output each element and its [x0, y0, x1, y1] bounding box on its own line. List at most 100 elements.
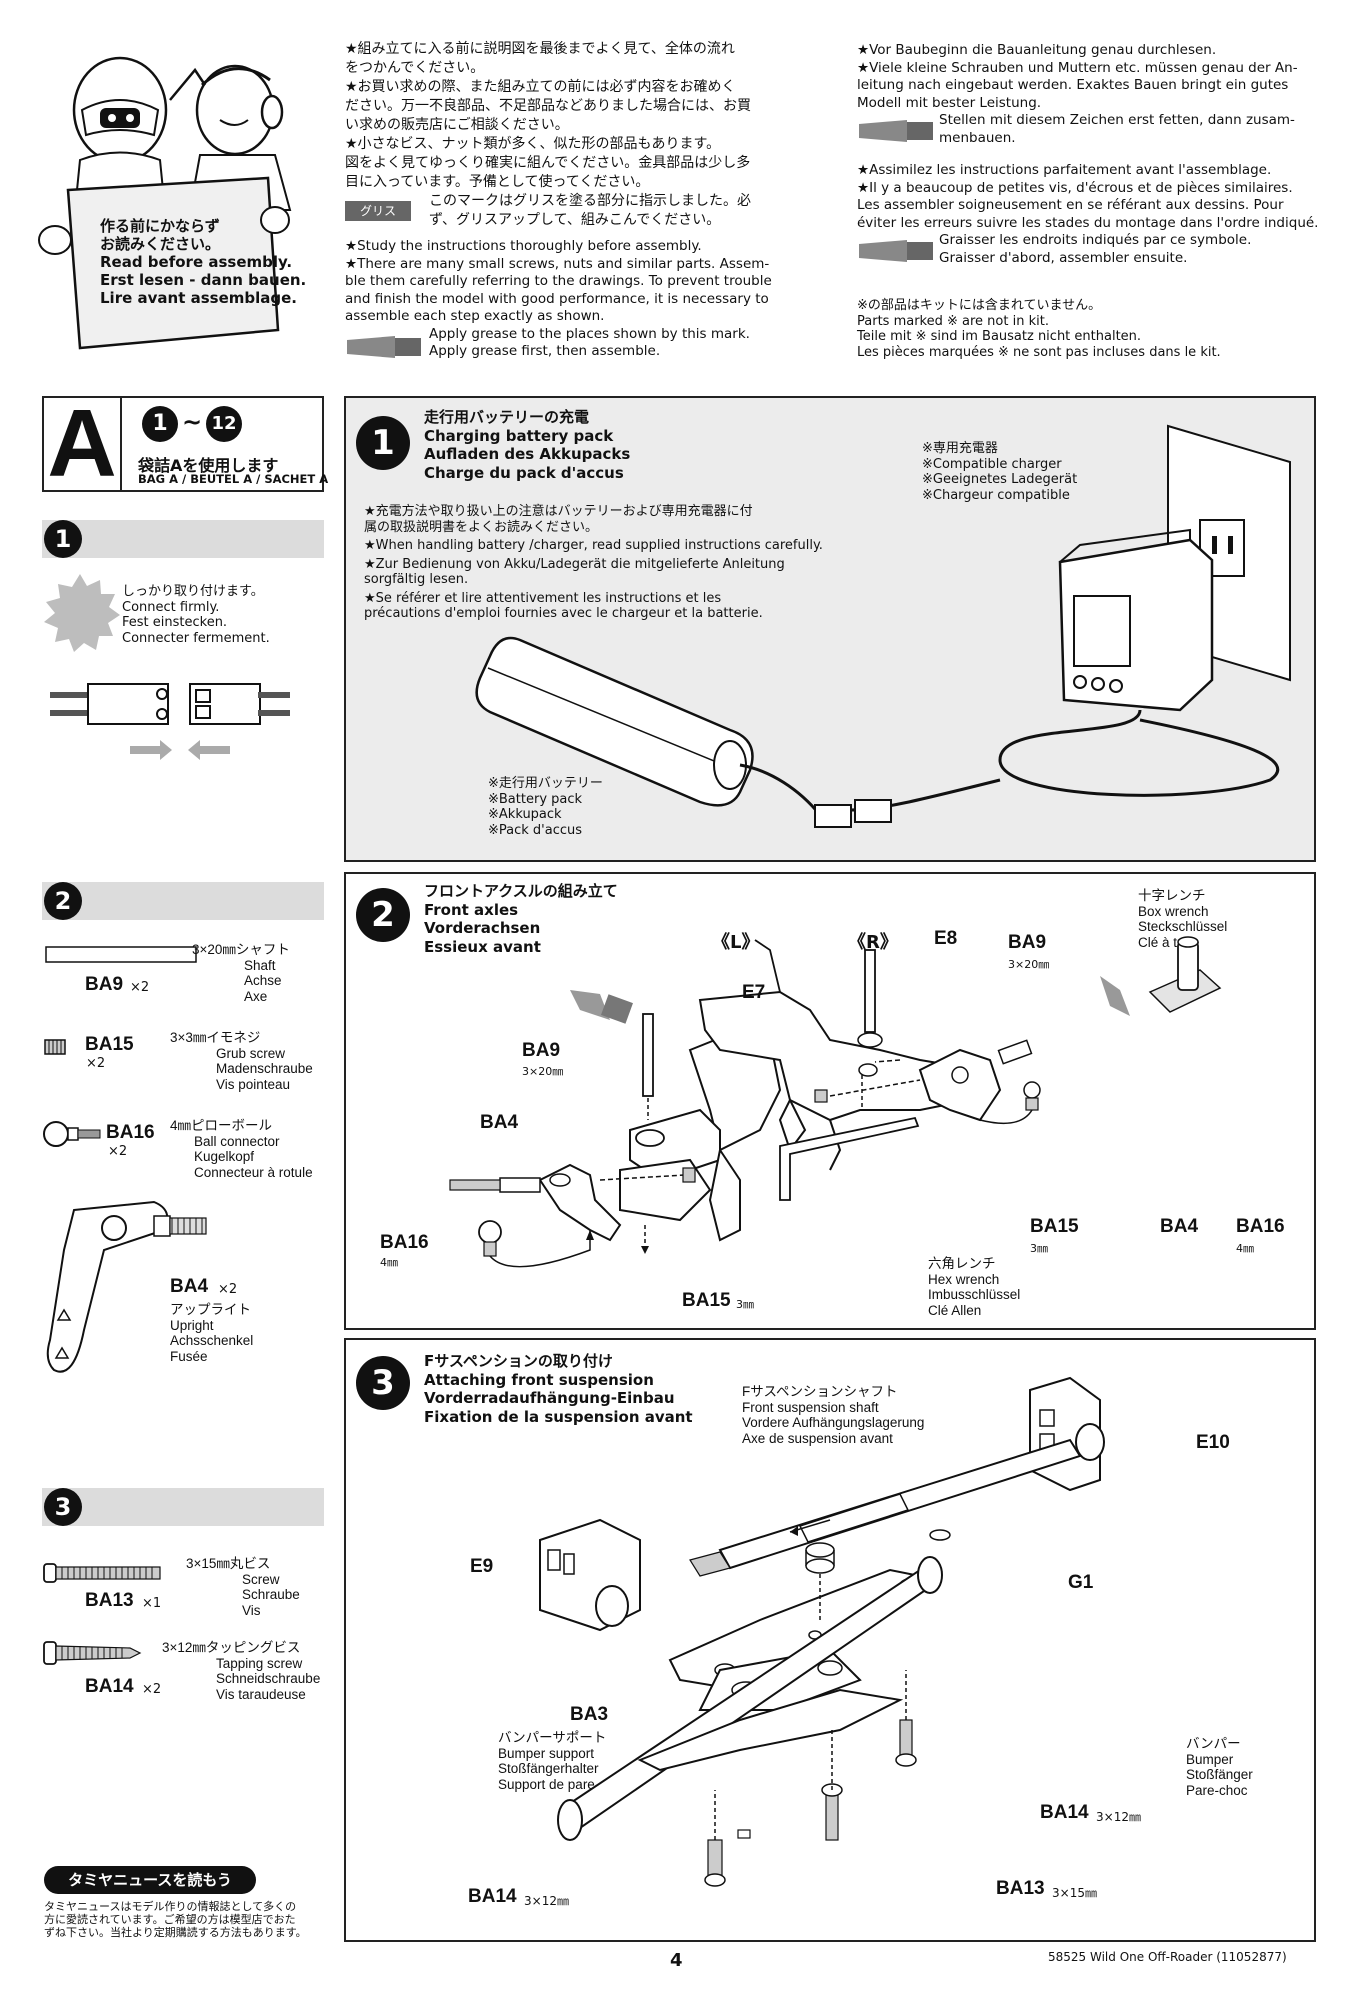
right-mark: 《R》	[848, 932, 898, 953]
bag-label: BAG A / BEUTEL A / SACHET A	[138, 472, 329, 486]
battery-pack	[475, 636, 754, 807]
grease-fr-line: Graisser d'abord, assembler ensuite.	[939, 249, 1188, 266]
side2-num: 2	[44, 882, 82, 920]
grease-tube-icon	[859, 120, 933, 142]
step1-note-line: ★Zur Bedienung von Akku/Ladegerät die mi…	[364, 556, 785, 572]
ba16-desc-de: Kugelkopf	[194, 1149, 255, 1164]
label-ba15-l-size: 3㎜	[736, 1298, 754, 1311]
intro-jp-line: ★組み立てに入る前に説明図を最後までよく見て、全体の流れ	[345, 41, 735, 57]
intro-en-line: ble them carefully referring to the draw…	[345, 273, 772, 289]
intro-jp-line: ださい。万一不良部品、不足部品などありました場合には、お買	[345, 98, 751, 114]
side3-num: 3	[44, 1488, 82, 1526]
intro-jp-block: ★組み立てに入る前に説明図を最後までよく見て、全体の流れ をつかんでください。 …	[345, 40, 805, 364]
charger-line: ※Chargeur compatible	[922, 487, 1070, 503]
label-ba9-r: BA9	[1008, 932, 1047, 953]
step1-num-text: 1	[371, 423, 395, 463]
ba14-code: BA14	[85, 1676, 134, 1697]
label-ba14-a-size: 3×12㎜	[1096, 1810, 1141, 1824]
intro-jp-line: 目に入っています。予備として使ってください。	[345, 174, 650, 190]
step1-title-jp: 走行用バッテリーの充電	[424, 408, 590, 426]
ba14-qty: ×2	[142, 1682, 162, 1697]
label-e8: E8	[934, 928, 958, 949]
grease-de-line: menbauen.	[939, 129, 1016, 146]
ba15-code: BA15	[85, 1034, 134, 1055]
side1-connect-text: しっかり取り付けます。 Connect firmly. Fest einstec…	[122, 584, 270, 646]
side1-num-text: 1	[54, 525, 72, 553]
battery-label: ※走行用バッテリー ※Battery pack ※Akkupack ※Pack …	[488, 776, 603, 838]
label-ba16-l-size: 4㎜	[380, 1256, 398, 1269]
ba14-desc-fr: Vis taraudeuse	[216, 1686, 306, 1702]
bumper-fr: Pare-choc	[1186, 1782, 1248, 1798]
bumper-jp: バンパー	[1186, 1736, 1241, 1751]
bumper-support-jp: バンパーサポート	[498, 1730, 607, 1745]
ba4-desc: アップライト Upright Achsschenkel Fusée	[170, 1302, 253, 1364]
tapping-screw-icon	[43, 1641, 142, 1665]
ba4-qty: ×2	[218, 1282, 238, 1297]
label-ba9-l: BA9	[522, 1040, 561, 1061]
bumper-label: バンパー Bumper Stoßfänger Pare-choc	[1186, 1736, 1253, 1798]
intro-fr-line: ★Assimilez les instructions parfaitement…	[857, 162, 1272, 178]
ba15-desc-en: Grub screw	[216, 1045, 286, 1061]
grease-tube-icon	[347, 335, 421, 358]
battery-line: ※Battery pack	[488, 791, 583, 807]
ba16-qty: ×2	[108, 1144, 128, 1159]
news-line: ずね下さい。当社より定期購読する方法もあります。	[44, 1926, 307, 1939]
grease-tag: グリス	[345, 201, 411, 221]
step3-num: 3	[356, 1356, 410, 1410]
card-line-jp2: お読みください。	[100, 235, 221, 253]
grease-tube-icon	[859, 240, 933, 262]
ba9-desc-en: Shaft	[244, 957, 276, 973]
step2-num: 2	[356, 888, 410, 942]
ba13-qty: ×1	[142, 1596, 162, 1611]
label-ba15-l: BA15	[682, 1290, 731, 1311]
connect-line: しっかり取り付けます。	[122, 584, 264, 599]
label-ba16-l: BA16	[380, 1232, 429, 1253]
step3-num-text: 3	[371, 1363, 395, 1403]
step1-notes: ★充電方法や取り扱い上の注意はバッテリーおよび専用充電器に付 属の取扱説明書をよ…	[364, 504, 823, 622]
step1-note-line: ★When handling battery /charger, read su…	[364, 538, 823, 553]
ba4-desc-fr: Fusée	[170, 1348, 208, 1364]
upright-icon	[46, 1200, 207, 1373]
bumper-support-de: Stoßfängerhalter	[498, 1761, 599, 1776]
bag-range-end: 12	[206, 406, 242, 442]
grease-en-line: Apply grease first, then assemble.	[429, 343, 661, 359]
shaft-de: Vordere Aufhängungslagerung	[742, 1415, 925, 1430]
side2-num-text: 2	[54, 887, 72, 915]
box-wrench-de: Steckschlüssel	[1138, 919, 1228, 934]
connect-line: Connect firmly.	[122, 599, 220, 615]
intro-jp-line: をつかんでください。	[345, 60, 485, 76]
label-ba4-l: BA4	[480, 1112, 519, 1133]
step1-title-fr: Charge du pack d'accus	[424, 463, 624, 482]
battery-line: ※Akkupack	[488, 807, 562, 822]
step1-num: 1	[356, 416, 410, 470]
connect-line: Connecter fermement.	[122, 630, 270, 646]
bumper-en: Bumper	[1186, 1751, 1234, 1767]
ba4-desc-de: Achsschenkel	[170, 1333, 254, 1348]
battery-line: ※走行用バッテリー	[488, 776, 603, 791]
bag-header: A 1 ~ 12 袋詰Aを使用します BAG A / BEUTEL A / SA…	[42, 390, 328, 497]
step1-note-line: 属の取扱説明書をよくお読みください。	[364, 519, 599, 535]
step2-title-fr: Essieux avant	[424, 937, 541, 956]
grease-tube-icon	[1100, 976, 1130, 1016]
step3-title-de: Vorderradaufhängung-Einbau	[424, 1389, 675, 1407]
intro-fr-line: ★Il y a beaucoup de petites vis, d'écrou…	[857, 179, 1293, 196]
front-suspension-diagram	[539, 1376, 1105, 1887]
ba16-desc-fr: Connecteur à rotule	[194, 1164, 313, 1180]
charging-illustration	[475, 424, 1291, 828]
label-ba15-r: BA15	[1030, 1216, 1079, 1237]
bag-letter: A	[47, 390, 117, 497]
grease-jp-line: ず、グリスアップして、組みこんでください。	[429, 212, 721, 228]
charger-line: ※Compatible charger	[922, 456, 1062, 472]
news-line: 方に愛読されています。ご希望の方は模型店でおた	[44, 1913, 296, 1926]
ba16-desc-en: Ball connector	[194, 1133, 280, 1149]
label-e10: E10	[1196, 1432, 1230, 1453]
label-ba16-r-size: 4㎜	[1236, 1242, 1254, 1255]
upright-right	[918, 1048, 1002, 1122]
ba16-desc: 4㎜ピローボール Ball connector Kugelkopf Connec…	[170, 1118, 313, 1180]
connect-line: Fest einstecken.	[122, 615, 228, 630]
tamiya-news-text: タミヤニュースはモデル作りの情報誌として多くの 方に愛読されています。ご希望の方…	[44, 1900, 307, 1939]
side1-bar	[42, 520, 324, 558]
ba15-desc-fr: Vis pointeau	[216, 1076, 291, 1092]
step1-title-en: Charging battery pack	[424, 426, 614, 445]
bag-letter-box: A	[44, 390, 122, 497]
